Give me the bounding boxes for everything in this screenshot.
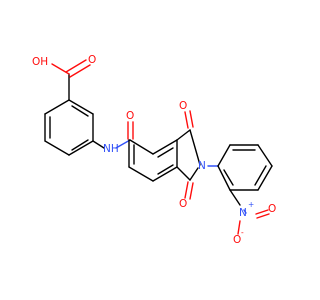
nitro-group <box>229 189 270 235</box>
nitro-oxygen-bottom-label: O <box>233 234 241 246</box>
amide-oxygen-label: O <box>126 110 134 122</box>
isoindoline-benzene-ring <box>128 139 178 182</box>
imide-oxygen-bottom-label: O <box>179 198 187 210</box>
benzoic-acid-ring <box>44 99 94 156</box>
nitro-nitrogen-label: N <box>239 207 247 219</box>
carboxylic-acid-group <box>51 59 91 101</box>
atom-labels: OH O NH O O O N N + O O - <box>32 54 276 246</box>
imide-oxygen-top-label: O <box>179 100 187 112</box>
nitrophenyl-ring <box>207 144 273 191</box>
nitro-oxygen-charge: - <box>241 228 244 237</box>
amide-linker <box>68 121 154 156</box>
imide-ring <box>176 110 201 200</box>
amide-nh-label: NH <box>103 143 119 155</box>
imide-nitrogen-label: N <box>198 160 206 172</box>
acid-carbonyl-oxygen-label: O <box>88 54 96 66</box>
nitro-oxygen-top-label: O <box>268 203 276 215</box>
nitro-nitrogen-charge: + <box>248 200 254 209</box>
chemical-structure-diagram: OH O NH O O O N N + O O - <box>32 54 276 246</box>
hydroxyl-label: OH <box>32 56 48 68</box>
